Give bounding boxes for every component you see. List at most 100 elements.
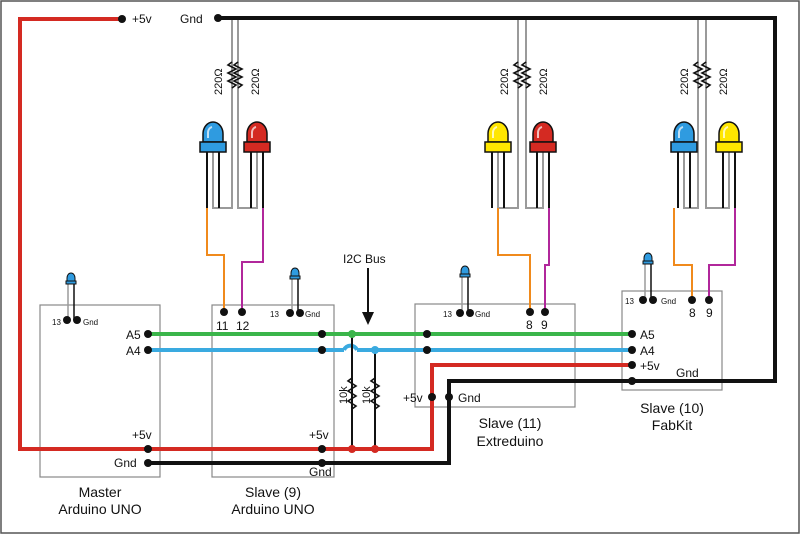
pin-dot: [371, 445, 379, 453]
slave11-pingnd-label: Gnd: [475, 310, 490, 319]
pin13-led: [289, 267, 301, 313]
slave9-pin11-label: 11: [216, 319, 229, 333]
i2c-bus-arrow: [362, 268, 374, 325]
red-led: [529, 121, 557, 153]
pin-dot: [318, 330, 326, 338]
slave9-board: [211, 304, 335, 478]
pin-dot: [639, 296, 647, 304]
pin-dot: [466, 309, 474, 317]
pin-dot: [423, 330, 431, 338]
yellow-led: [484, 121, 512, 153]
slave9-gnd-label: Gnd: [309, 465, 332, 479]
resistor-label: 220Ω: [718, 68, 730, 95]
pin-dot: [445, 393, 453, 401]
slave10-pin13-label: 13: [625, 297, 634, 306]
slave11-caption-2: Extreduino: [477, 433, 544, 449]
master-pin13-label: 13: [52, 318, 61, 327]
master-plus5v-label: +5v: [132, 428, 152, 442]
pin13-led: [642, 252, 654, 300]
master-gnd-label: Gnd: [114, 456, 137, 470]
blue-led: [199, 121, 227, 153]
pin-dot: [348, 445, 356, 453]
pin-dot: [348, 330, 356, 338]
pin13-led: [65, 272, 77, 320]
master-caption-2: Arduino UNO: [58, 501, 141, 517]
slave9-plus5v-label: +5v: [309, 428, 329, 442]
slave10-caption-1: Slave (10): [640, 400, 704, 416]
pin-dot: [688, 296, 696, 304]
pin-dot: [371, 346, 379, 354]
slave10-a5-label: A5: [640, 328, 655, 342]
resistor-label: 220Ω: [499, 68, 511, 95]
pullup-resistor-a4: [369, 377, 381, 410]
slave11-gnd-label: Gnd: [458, 391, 481, 405]
master-a5-label: A5: [126, 328, 141, 342]
pin-dot: [628, 361, 636, 369]
pin-dot: [238, 308, 246, 316]
top-plus5v-label: +5v: [132, 12, 152, 26]
pin-dot: [318, 459, 326, 467]
led-layer: [199, 121, 743, 153]
pin-dot: [318, 346, 326, 354]
resistor-label: 220Ω: [213, 68, 225, 95]
blue-led: [670, 121, 698, 153]
pullup-label: 10k: [361, 386, 373, 404]
slave9-caption-2: Arduino UNO: [231, 501, 314, 517]
pin-dot: [318, 445, 326, 453]
pin-dot: [628, 377, 636, 385]
pin-dot: [144, 346, 152, 354]
pin-dot: [144, 330, 152, 338]
slave10-caption-2: FabKit: [652, 417, 693, 433]
pin-dot: [144, 445, 152, 453]
i2c-bus-label: I2C Bus: [343, 252, 386, 266]
master-board: [39, 304, 161, 478]
pin-dot: [214, 14, 222, 22]
red-led: [243, 121, 271, 153]
slave10-a4-label: A4: [640, 344, 655, 358]
top-gnd-label: Gnd: [180, 12, 203, 26]
pin-dot: [296, 309, 304, 317]
slave10-board: [621, 290, 723, 391]
connection-dots: [63, 14, 713, 467]
resistor-label: 220Ω: [679, 68, 691, 95]
slave11-pin9-label: 9: [541, 318, 548, 332]
pin13-led-layer: [65, 252, 654, 320]
led-wires: [206, 18, 736, 312]
resistor-label: 220Ω: [250, 68, 262, 95]
master-pingnd-label: Gnd: [83, 318, 98, 327]
pullup-label: 10k: [338, 386, 350, 404]
pin-dot: [541, 308, 549, 316]
slave11-board: [414, 303, 576, 408]
pin13-led: [459, 265, 471, 313]
pin-dot: [144, 459, 152, 467]
pin-dot: [428, 393, 436, 401]
pin-dot: [423, 346, 431, 354]
power-rails: [18, 16, 777, 465]
slave10-pin9-label: 9: [706, 306, 713, 320]
current-resistors: [226, 61, 712, 89]
resistor-label: 220Ω: [538, 68, 550, 95]
slave10-pin8-label: 8: [689, 306, 696, 320]
slave9-pin12-label: 12: [236, 319, 250, 333]
slave9-pin13-label: 13: [270, 310, 279, 319]
yellow-led: [715, 121, 743, 153]
pullup-resistor-a5: [346, 377, 358, 410]
pin-dot: [456, 309, 464, 317]
slave10-pingnd-label: Gnd: [661, 297, 676, 306]
pin-dot: [649, 296, 657, 304]
i2c-bus-lines: [148, 332, 632, 449]
slave10-plus5v-label: +5v: [640, 359, 660, 373]
slave9-pingnd-label: Gnd: [305, 310, 320, 319]
pin-dot: [73, 316, 81, 324]
slave11-pin8-label: 8: [526, 318, 533, 332]
pin-dot: [63, 316, 71, 324]
master-caption-1: Master: [79, 484, 122, 500]
pin-dot: [628, 346, 636, 354]
slave11-caption-1: Slave (11): [479, 415, 542, 431]
pin-dot: [286, 309, 294, 317]
slave10-gnd-label: Gnd: [676, 366, 699, 380]
pin-dot: [118, 15, 126, 23]
slave11-plus5v-label: +5v: [403, 391, 423, 405]
slave9-caption-1: Slave (9): [245, 484, 301, 500]
